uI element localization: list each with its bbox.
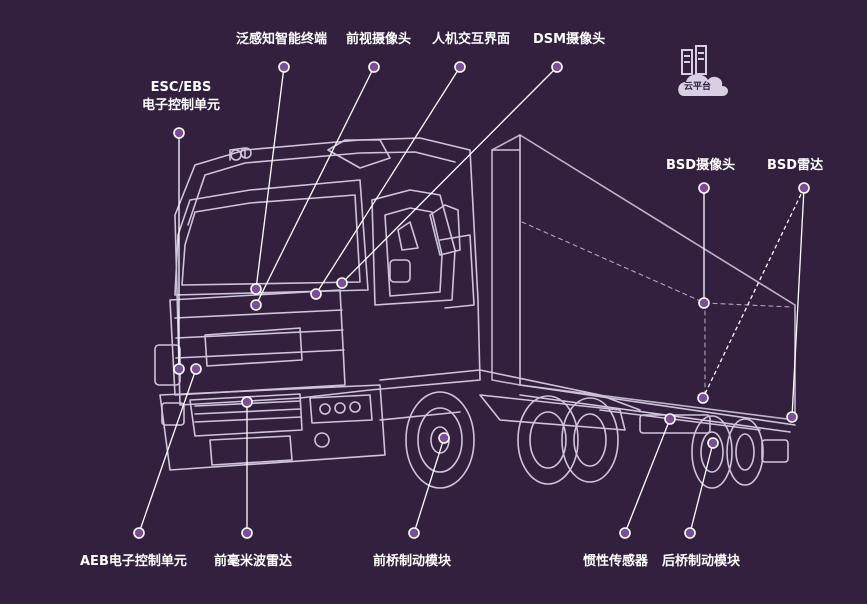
label-dsm-camera: DSM摄像头 xyxy=(533,32,606,47)
dot-esc-ebs-label xyxy=(173,127,185,139)
label-front-camera: 前视摄像头 xyxy=(346,32,412,47)
callout-line-inertial xyxy=(624,418,671,534)
callout-line-rear-axle xyxy=(689,442,714,534)
callout-dots xyxy=(133,61,810,539)
cloud-server-icon xyxy=(678,45,728,96)
label-esc-ebs: ESC/EBS 电子控制单元 xyxy=(137,79,225,115)
label-pan-sensing-terminal: 泛感知智能终端 xyxy=(236,32,328,47)
callout-line-hmi xyxy=(315,66,461,295)
dot-bsd-camera xyxy=(698,297,710,309)
callout-lines xyxy=(138,66,805,534)
dot-rear-axle-label xyxy=(684,527,696,539)
dot-dsm xyxy=(336,277,348,289)
label-esc-ebs-line2: 电子控制单元 xyxy=(141,98,220,113)
dot-front-axle-label xyxy=(408,527,420,539)
callout-line-aeb xyxy=(138,368,197,534)
truck-outline xyxy=(154,134,796,489)
dot-inertial xyxy=(664,413,676,425)
callout-line-dsm xyxy=(341,66,558,284)
label-inertial-sensor: 惯性传感器 xyxy=(583,554,649,569)
dot-bsd-radar-a xyxy=(697,392,709,404)
dot-bsd-radar-label xyxy=(798,182,810,194)
dot-bsd-camera-label xyxy=(698,182,710,194)
callout-line-bsd-radar-b xyxy=(702,187,805,399)
dot-aeb xyxy=(190,363,202,375)
callout-line-front-axle xyxy=(413,437,445,534)
dot-inertial-label xyxy=(619,527,631,539)
callout-line-pan-sensing xyxy=(255,66,285,290)
callout-lines-dashed xyxy=(702,187,805,399)
dot-hmi-label xyxy=(454,61,466,73)
dot-mmw-radar-label xyxy=(241,527,253,539)
label-front-mmw-radar: 前毫米波雷达 xyxy=(214,554,293,569)
label-bsd-radar: BSD雷达 xyxy=(767,158,824,173)
label-rear-axle-brake: 后桥制动模块 xyxy=(662,554,741,569)
dot-pan-sensing xyxy=(250,283,262,295)
label-esc-ebs-line1: ESC/EBS xyxy=(150,80,212,95)
dot-aeb-label xyxy=(133,527,145,539)
callout-line-bsd-radar-a xyxy=(791,187,805,418)
dot-front-axle xyxy=(438,432,450,444)
dot-bsd-radar-b xyxy=(786,411,798,423)
dot-mmw-radar xyxy=(241,396,253,408)
dot-dsm-label xyxy=(551,61,563,73)
label-hmi: 人机交互界面 xyxy=(432,32,511,47)
dot-pan-sensing-label xyxy=(278,61,290,73)
dot-rear-axle xyxy=(707,437,719,449)
label-aeb-ecu: AEB电子控制单元 xyxy=(80,554,187,569)
dot-hmi xyxy=(310,288,322,300)
label-front-axle-brake: 前桥制动模块 xyxy=(373,554,452,569)
label-bsd-camera: BSD摄像头 xyxy=(666,158,736,173)
callout-line-front-camera xyxy=(255,66,375,306)
cloud-platform-label: 云平台 xyxy=(684,82,712,92)
dot-front-camera-label xyxy=(368,61,380,73)
dot-esc-ebs xyxy=(173,363,185,375)
dot-front-camera xyxy=(250,299,262,311)
